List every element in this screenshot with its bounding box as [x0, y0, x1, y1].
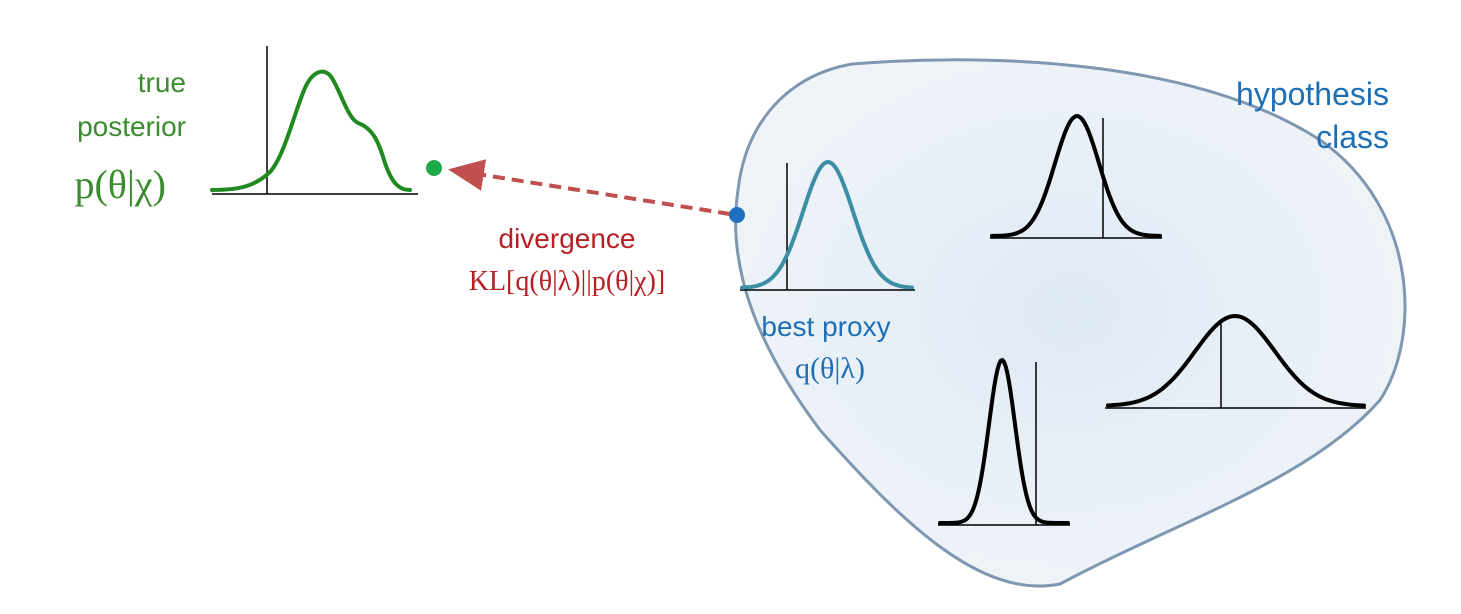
divergence-arrow — [448, 159, 731, 216]
gaussian-2-curve — [1106, 313, 1366, 408]
best-proxy-curve — [740, 160, 914, 290]
true-posterior-plot — [210, 46, 418, 195]
hypothesis-class-label-line2: class — [1316, 119, 1389, 155]
true-posterior-label-line1: true — [138, 67, 186, 98]
hypothesis-gaussian-2 — [1105, 313, 1366, 409]
hypothesis-class-label-line1: hypothesis — [1236, 76, 1389, 112]
hypothesis-gaussian-3 — [938, 357, 1070, 526]
divergence-label: divergence — [499, 223, 636, 254]
hypothesis-class-region — [734, 58, 1407, 588]
hypothesis-gaussian-1 — [990, 114, 1162, 239]
best-proxy-label: best proxy — [761, 311, 890, 342]
best-proxy-formula: q(θ|λ) — [795, 352, 865, 385]
true-posterior-label-line2: posterior — [77, 111, 186, 142]
gaussian-3-curve — [938, 357, 1070, 525]
best-proxy-point — [729, 207, 745, 223]
best-proxy-plot — [740, 160, 915, 291]
true-posterior-curve — [210, 69, 412, 192]
true-posterior-point — [426, 160, 442, 176]
gaussian-1-curve — [990, 114, 1162, 238]
true-posterior-formula: p(θ|χ) — [74, 162, 166, 207]
divergence-formula: KL[q(θ|λ)||p(θ|χ)] — [469, 266, 666, 297]
